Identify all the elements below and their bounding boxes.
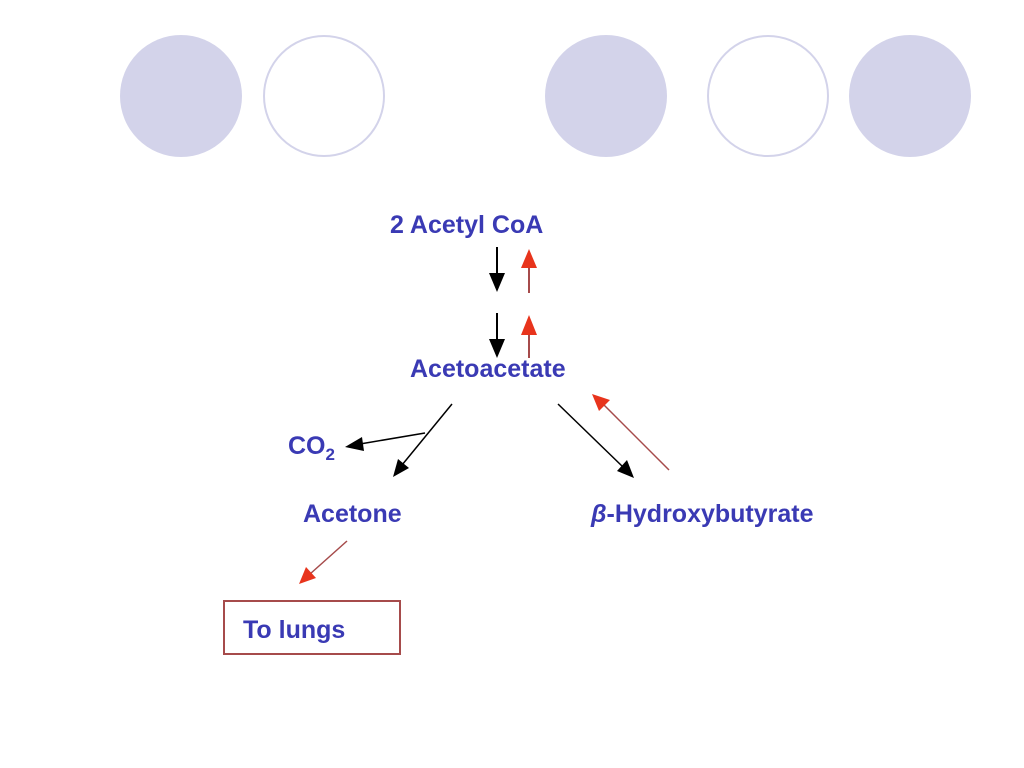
decor-circle-filled-3 (849, 35, 971, 157)
decor-circle-filled-2 (545, 35, 667, 157)
arrow-from-hydroxybutyrate (592, 394, 670, 471)
decor-circle-outline-1 (263, 35, 385, 157)
arrow-up-1 (521, 249, 537, 293)
arrow-to-acetone (393, 403, 453, 477)
co2-main: CO (288, 432, 326, 460)
arrow-to-co2 (345, 432, 426, 451)
decor-circle-outline-2 (707, 35, 829, 157)
arrow-up-2 (521, 315, 537, 358)
arrow-to-lungs (299, 540, 348, 584)
decor-circle-filled-1 (120, 35, 242, 157)
node-acetoacetate: Acetoacetate (410, 355, 566, 383)
arrow-down-2 (489, 313, 505, 358)
to-lungs-box: To lungs (223, 600, 401, 655)
hydroxybutyrate-text: -Hydroxybutyrate (606, 500, 814, 528)
beta-symbol: β (591, 500, 607, 528)
node-acetone: Acetone (303, 500, 402, 528)
arrow-down-1 (489, 247, 505, 292)
arrow-to-hydroxybutyrate (557, 403, 634, 478)
to-lungs-label: To lungs (243, 616, 346, 644)
node-hydroxybutyrate: β-Hydroxybutyrate (591, 502, 814, 527)
node-acetyl-coa: 2 Acetyl CoA (390, 211, 544, 239)
co2-subscript: 2 (325, 445, 335, 464)
node-co2: CO2 (288, 432, 335, 464)
